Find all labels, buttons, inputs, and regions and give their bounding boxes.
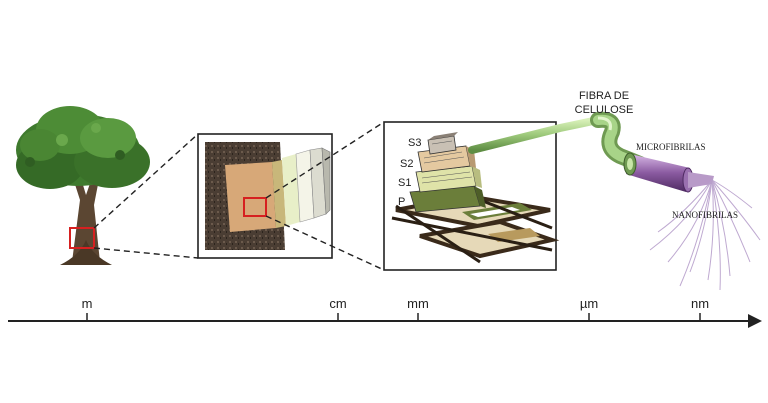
label-fibra-line1: FIBRA DE	[579, 90, 629, 102]
scale-axis: m cm mm µm nm	[8, 296, 762, 328]
label-s1: S1	[398, 177, 411, 189]
fiber-wall-panel: S3 S2 S1 P	[383, 121, 560, 271]
tick-label-m: m	[82, 296, 93, 311]
connector-tree-to-trunk	[93, 133, 199, 259]
tick-label-um: µm	[580, 296, 598, 311]
label-s3: S3	[408, 137, 421, 149]
label-microfibrilas: MICROFIBRILAS	[636, 142, 706, 152]
tree-roots	[60, 240, 112, 265]
connector-trunk-to-fiber	[265, 121, 385, 271]
tree-foliage	[16, 106, 150, 189]
label-p: P	[398, 196, 405, 208]
trunk-section-panel	[197, 133, 333, 259]
tick-label-mm: mm	[407, 296, 429, 311]
cell-grid	[391, 193, 560, 264]
tree	[16, 106, 150, 265]
tick-label-nm: nm	[691, 296, 709, 311]
nanofibrils	[649, 179, 761, 291]
trunk-highlight-box	[243, 197, 267, 217]
label-nanofibrilas: NANOFIBRILAS	[672, 210, 738, 220]
microfibril-bundle	[623, 152, 714, 193]
label-s2: S2	[400, 158, 413, 170]
tree-highlight-box	[69, 227, 95, 249]
tick-label-cm: cm	[329, 296, 346, 311]
cellulose-fiber	[468, 111, 648, 172]
axis-ticks: m cm mm µm nm	[82, 296, 709, 321]
axis-arrowhead	[748, 314, 762, 328]
label-fibra-line2: CELULOSE	[575, 104, 634, 116]
wall-layers	[409, 132, 486, 213]
